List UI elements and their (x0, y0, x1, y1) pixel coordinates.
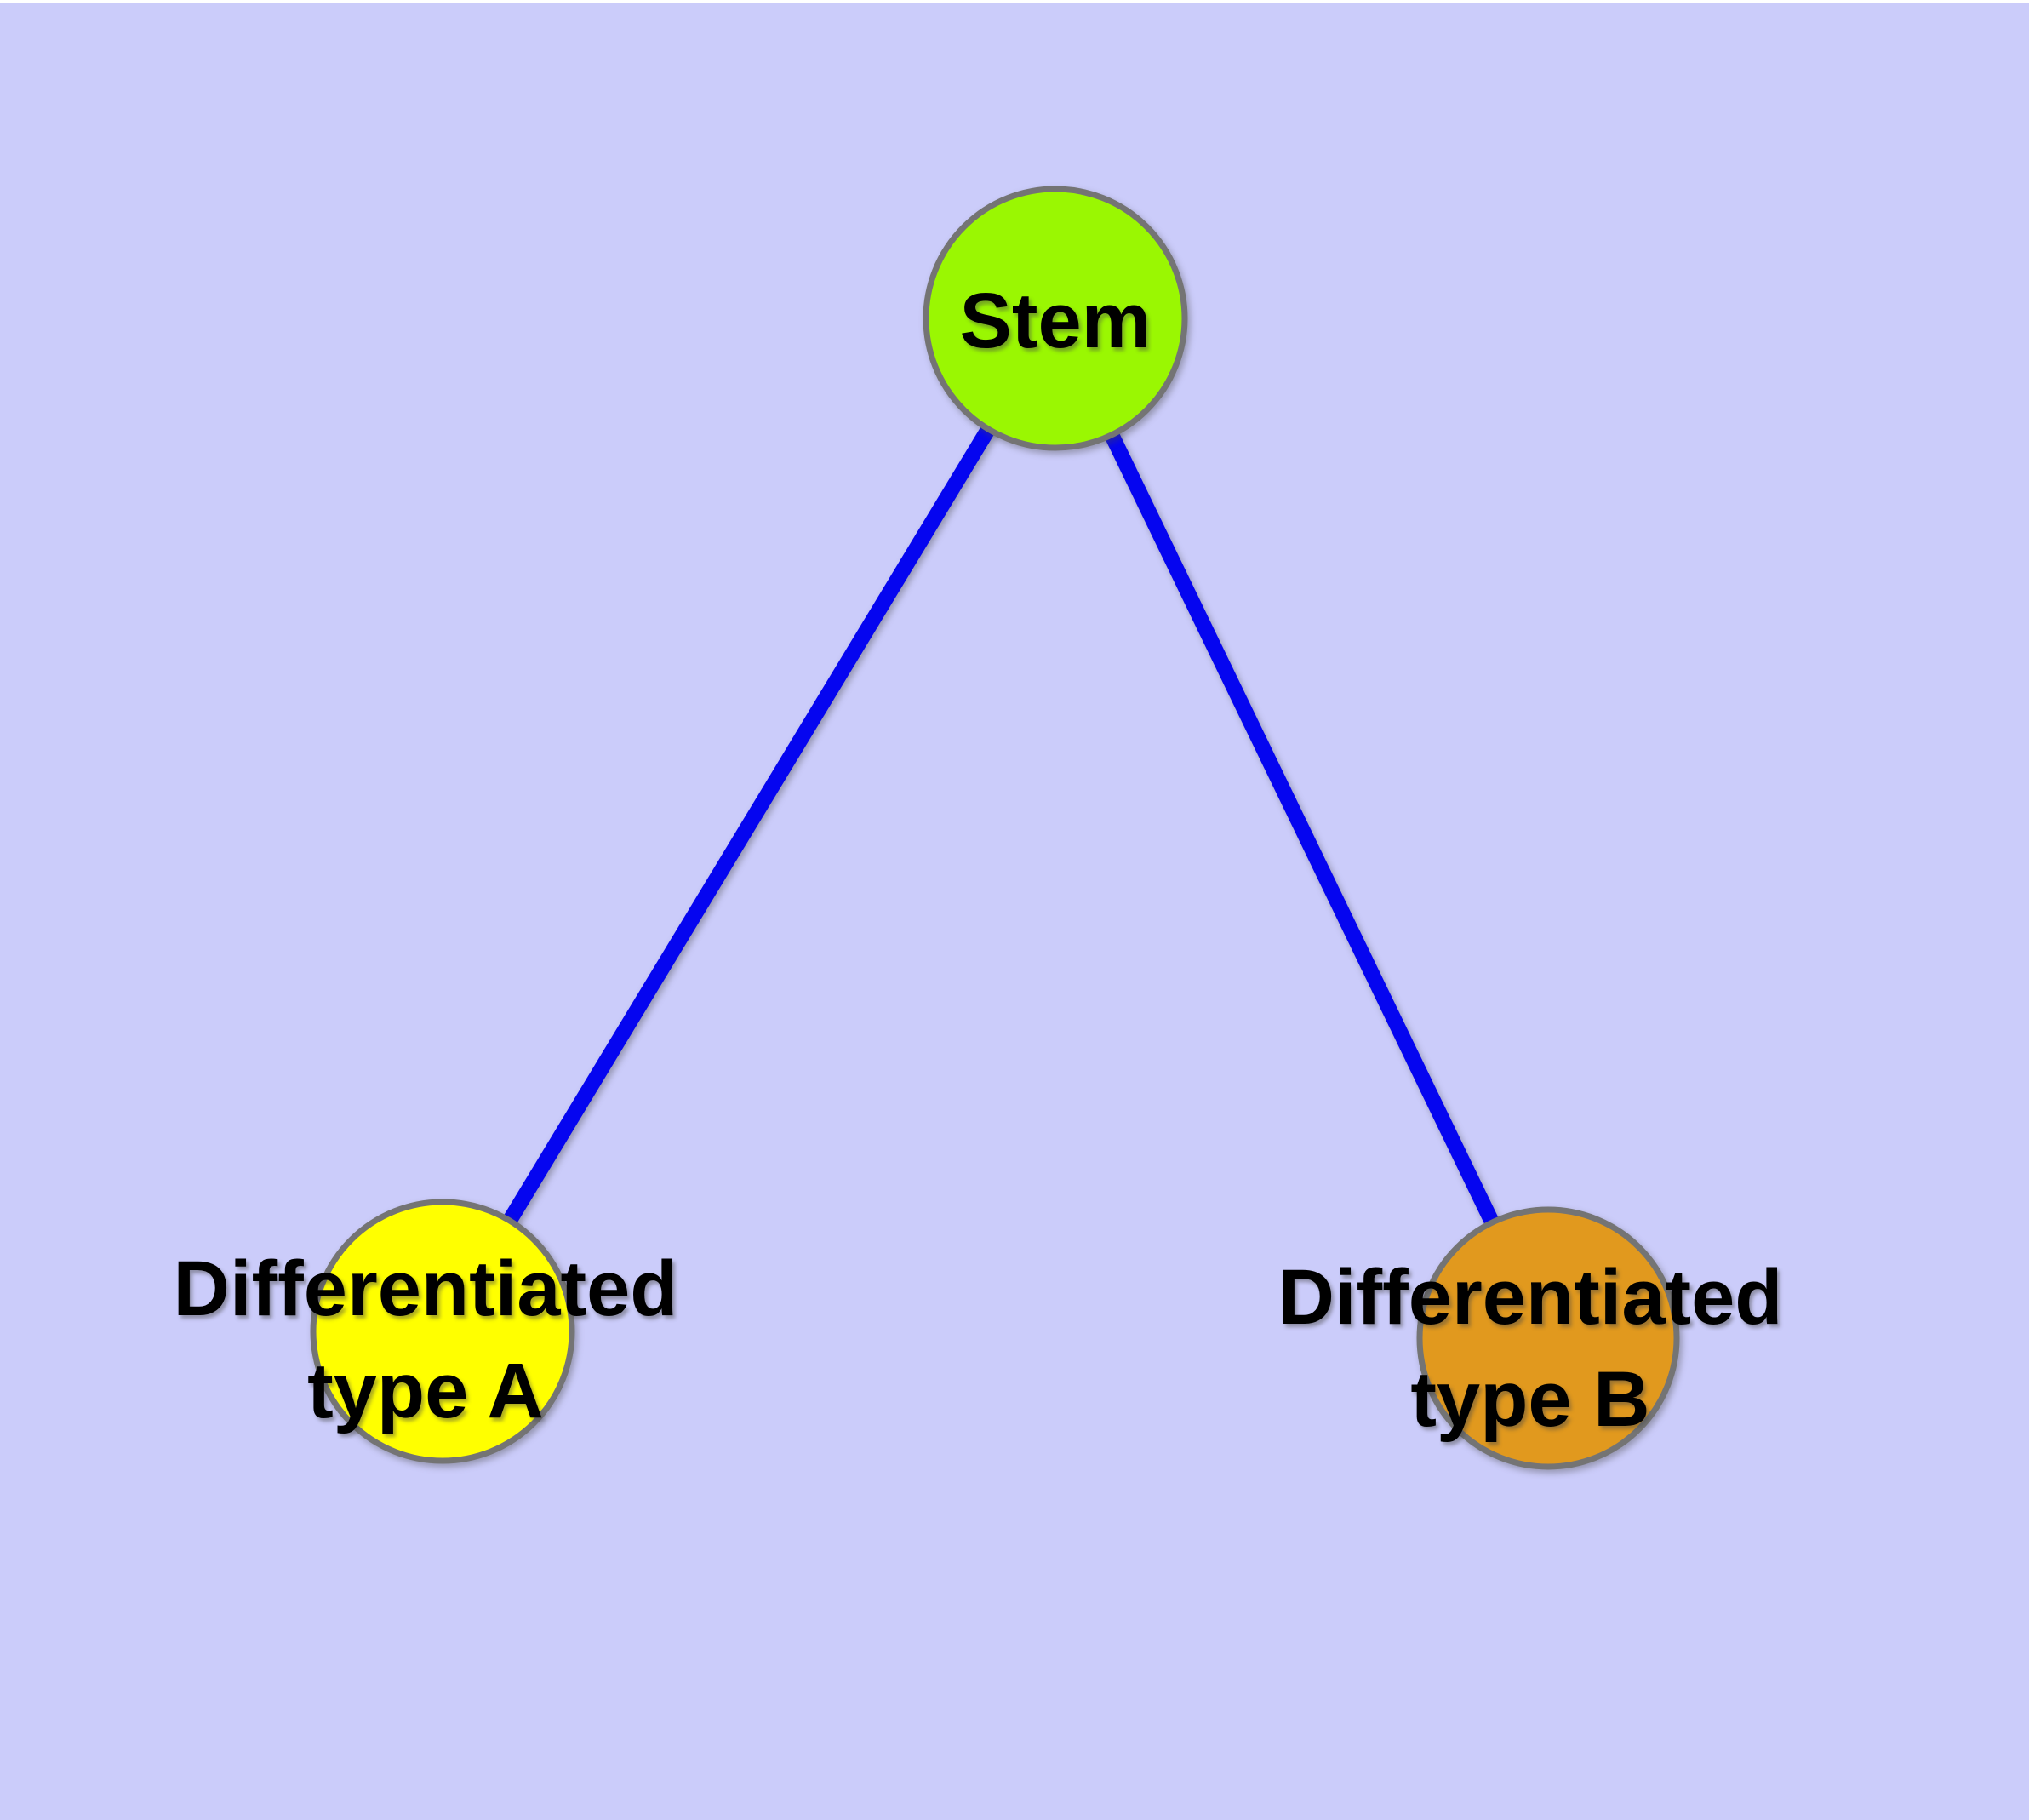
node-type-b-circle (1416, 1206, 1680, 1470)
node-stem-circle (923, 186, 1188, 451)
edge-stem-to-type-b (1048, 315, 1556, 1342)
edge-stem-to-type-a (436, 314, 1062, 1336)
node-type-a-circle (310, 1199, 575, 1464)
top-border (0, 0, 2029, 3)
